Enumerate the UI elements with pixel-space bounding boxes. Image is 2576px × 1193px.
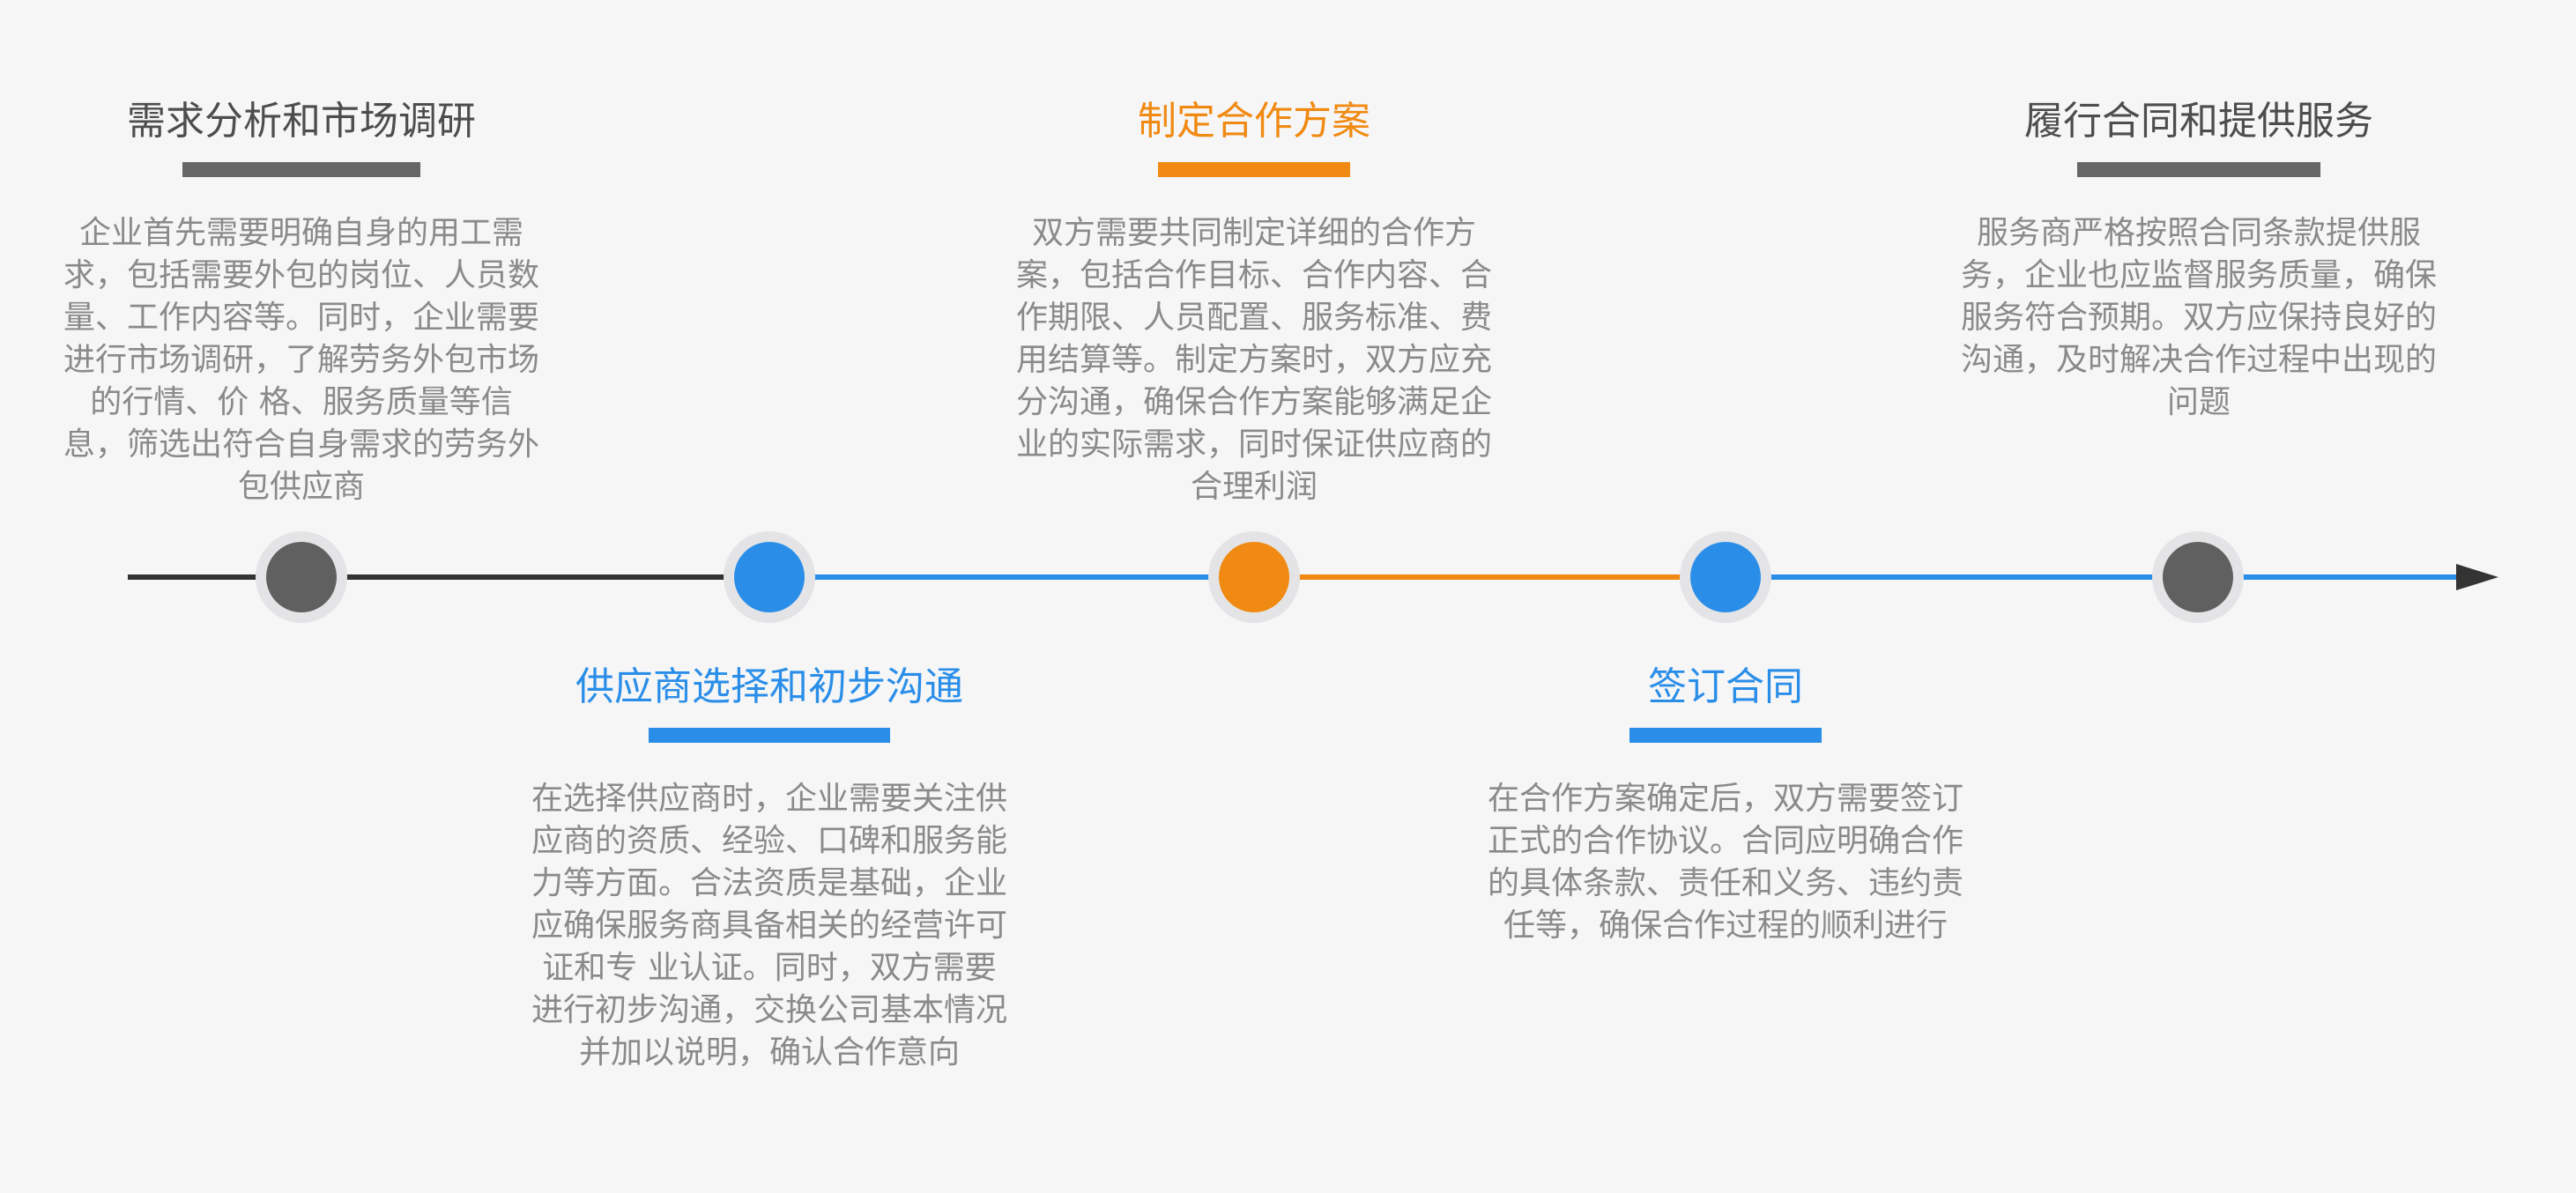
step-title: 履行合同和提供服务 — [2024, 99, 2373, 144]
node-dot-icon — [1690, 542, 1761, 612]
timeline-node — [256, 531, 347, 623]
step-sign-contract: 签订合同 在合作方案确定后，双方需要签订正式的合作协议。合同应明确合作的具体条款… — [1479, 663, 1972, 947]
step-title: 签订合同 — [1648, 664, 1803, 709]
title-underline-bar — [1158, 162, 1350, 177]
step-cooperation-plan: 制定合作方案 双方需要共同制定详细的合作方案，包括合作目标、合作内容、合作期限、… — [1007, 97, 1501, 508]
step-description: 服务商严格按照合同条款提供服务，企业也应监督服务质量，确保服务符合预期。双方应保… — [1961, 215, 2438, 420]
node-dot-icon — [1219, 542, 1289, 612]
node-dot-icon — [2163, 542, 2233, 612]
timeline-nodes — [256, 531, 2244, 623]
step-description: 企业首先需要明确自身的用工需求，包括需要外包的岗位、人员数量、工作内容等。同时，… — [63, 215, 540, 505]
step-description: 双方需要共同制定详细的合作方案，包括合作目标、合作内容、合作期限、人员配置、服务… — [1016, 215, 1493, 505]
step-description: 在选择供应商时，企业需要关注供应商的资质、经验、口碑和服务能力等方面。合法资质是… — [531, 781, 1008, 1071]
arrow-head-icon — [2456, 564, 2498, 590]
step-supplier-selection: 供应商选择和初步沟通 在选择供应商时，企业需要关注供应商的资质、经验、口碑和服务… — [523, 663, 1016, 1074]
node-dot-icon — [734, 542, 805, 612]
timeline-node — [724, 531, 815, 623]
step-description: 在合作方案确定后，双方需要签订正式的合作协议。合同应明确合作的具体条款、责任和义… — [1488, 781, 1964, 944]
title-underline-bar — [2077, 162, 2320, 177]
step-title: 制定合作方案 — [1138, 99, 1370, 144]
timeline-axis — [128, 564, 2498, 590]
step-requirements-analysis: 需求分析和市场调研 企业首先需要明确自身的用工需求，包括需要外包的岗位、人员数量… — [55, 97, 548, 508]
timeline-node — [2152, 531, 2244, 623]
title-underline-bar — [182, 162, 420, 177]
timeline-node — [1680, 531, 1771, 623]
title-underline-bar — [649, 728, 890, 743]
node-dot-icon — [266, 542, 337, 612]
step-fulfill-contract: 履行合同和提供服务 服务商严格按照合同条款提供服务，企业也应监督服务质量，确保服… — [1952, 97, 2446, 424]
step-title: 供应商选择和初步沟通 — [575, 664, 963, 709]
timeline-node — [1208, 531, 1300, 623]
step-title: 需求分析和市场调研 — [127, 99, 476, 144]
title-underline-bar — [1629, 728, 1822, 743]
